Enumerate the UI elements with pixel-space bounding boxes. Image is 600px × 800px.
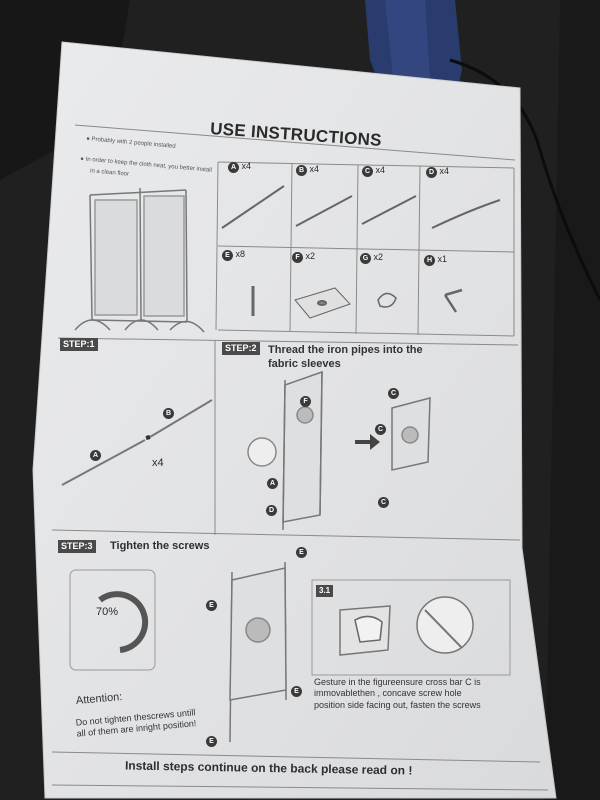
step3-label-e2: E — [206, 600, 217, 611]
step2-label-c3: C — [388, 388, 399, 399]
people-icon: ● — [85, 136, 91, 143]
part-b: B x4 — [296, 165, 319, 176]
part-letter: A — [228, 162, 239, 173]
part-qty: x8 — [235, 249, 246, 259]
step2-badge: STEP:2 — [222, 342, 260, 355]
step3-frame-drawing — [98, 561, 474, 743]
part-letter: E — [222, 250, 233, 261]
substep-badge: 3.1 — [316, 585, 334, 597]
part-qty: x2 — [373, 252, 384, 262]
part-g: G x2 — [360, 253, 383, 264]
step1-label-b: B — [163, 408, 174, 419]
part-f: F x2 — [292, 252, 315, 263]
step1-pipe-drawing — [61, 399, 213, 486]
part-letter: H — [424, 255, 435, 266]
part-d: D x4 — [426, 167, 449, 178]
part-qty: x4 — [375, 165, 386, 175]
part-letter: C — [362, 166, 373, 177]
step2-label-c2: C — [378, 497, 389, 508]
part-qty: x4 — [241, 161, 252, 171]
tightness-percent: 70% — [96, 606, 119, 618]
part-illustrations — [221, 185, 501, 319]
step3-instruction: Tighten the screws — [110, 540, 210, 552]
part-letter: D — [426, 167, 437, 178]
black-cable — [449, 58, 600, 301]
step2-label-d: D — [266, 505, 277, 516]
part-a: A x4 — [228, 162, 251, 173]
step1-label-a: A — [90, 450, 101, 461]
part-qty: x4 — [309, 164, 320, 174]
floor-icon: ● — [79, 156, 85, 163]
part-letter: B — [296, 165, 307, 176]
part-letter: G — [360, 253, 371, 264]
step2-label-f: F — [300, 396, 311, 407]
part-qty: x4 — [439, 166, 450, 176]
part-h: H x1 — [424, 255, 447, 266]
section-dividers — [51, 337, 549, 791]
step2-instruction: Thread the iron pipes into the fabric sl… — [268, 344, 423, 370]
product-overview-drawing — [74, 187, 205, 333]
part-qty: x1 — [437, 254, 448, 264]
step3-label-e3: E — [291, 686, 302, 697]
step3-label-e1: E — [296, 547, 307, 558]
part-c: C x4 — [362, 166, 385, 177]
step2-label-a: A — [267, 478, 278, 489]
step3-badge: STEP:3 — [58, 540, 96, 553]
step1-badge: STEP:1 — [60, 338, 98, 351]
step3-label-e4: E — [206, 736, 217, 747]
substep-instruction: Gesture in the figureensure cross bar C … — [314, 677, 481, 710]
step2-label-c1: C — [375, 424, 386, 435]
part-e: E x8 — [222, 250, 245, 261]
part-qty: x2 — [305, 251, 316, 261]
parts-table-grid — [74, 124, 516, 337]
step1-quantity: x4 — [152, 457, 164, 469]
part-letter: F — [292, 252, 303, 263]
step2-frame-drawing — [247, 370, 431, 531]
